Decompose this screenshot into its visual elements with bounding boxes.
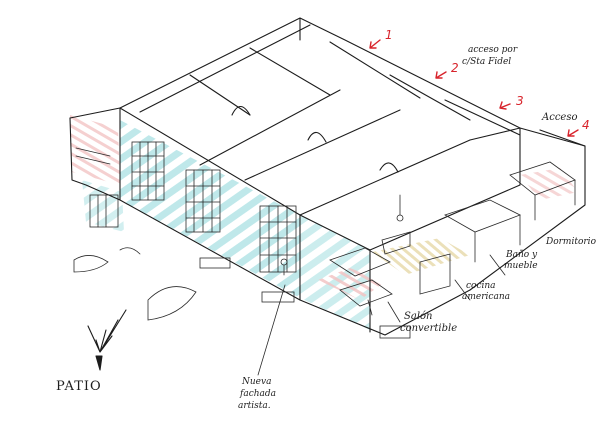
vent-2 [261, 291, 295, 303]
marker-2: 2 [451, 61, 459, 75]
vent-1 [199, 257, 231, 269]
label-nueva-3: artista. [238, 401, 271, 411]
label-nueva-1: Nueva [242, 377, 272, 387]
facade-wash [70, 115, 578, 330]
marker-4: 4 [582, 118, 590, 132]
marker-3: 3 [516, 94, 524, 108]
label-dormitorio: Dormitorio [546, 237, 596, 247]
label-cocina-2: americana [462, 292, 510, 302]
patio-shapes [73, 247, 197, 321]
label-cocina-1: cocina [466, 281, 496, 291]
leader-lines [257, 254, 506, 376]
label-acceso: Acceso [542, 112, 578, 123]
marker-1: 1 [385, 28, 393, 42]
vent-3 [379, 325, 411, 339]
label-bano-2: mueble [504, 261, 538, 271]
window-group [75, 141, 411, 339]
label-salon-2: convertible [400, 323, 458, 334]
building-outline [69, 17, 586, 336]
label-sta-fidel: c/Sta Fidel [462, 57, 512, 67]
label-nueva-2: fachada [240, 389, 277, 399]
label-salon-1: Salón [404, 311, 433, 322]
door-patio [89, 194, 119, 228]
label-acceso-por: acceso por [468, 45, 518, 55]
red-arrows [369, 39, 579, 137]
patio-tree [87, 309, 127, 371]
interior-furniture [280, 161, 576, 316]
label-patio: PATIO [56, 379, 102, 394]
label-bano-1: Baño y [506, 250, 538, 260]
